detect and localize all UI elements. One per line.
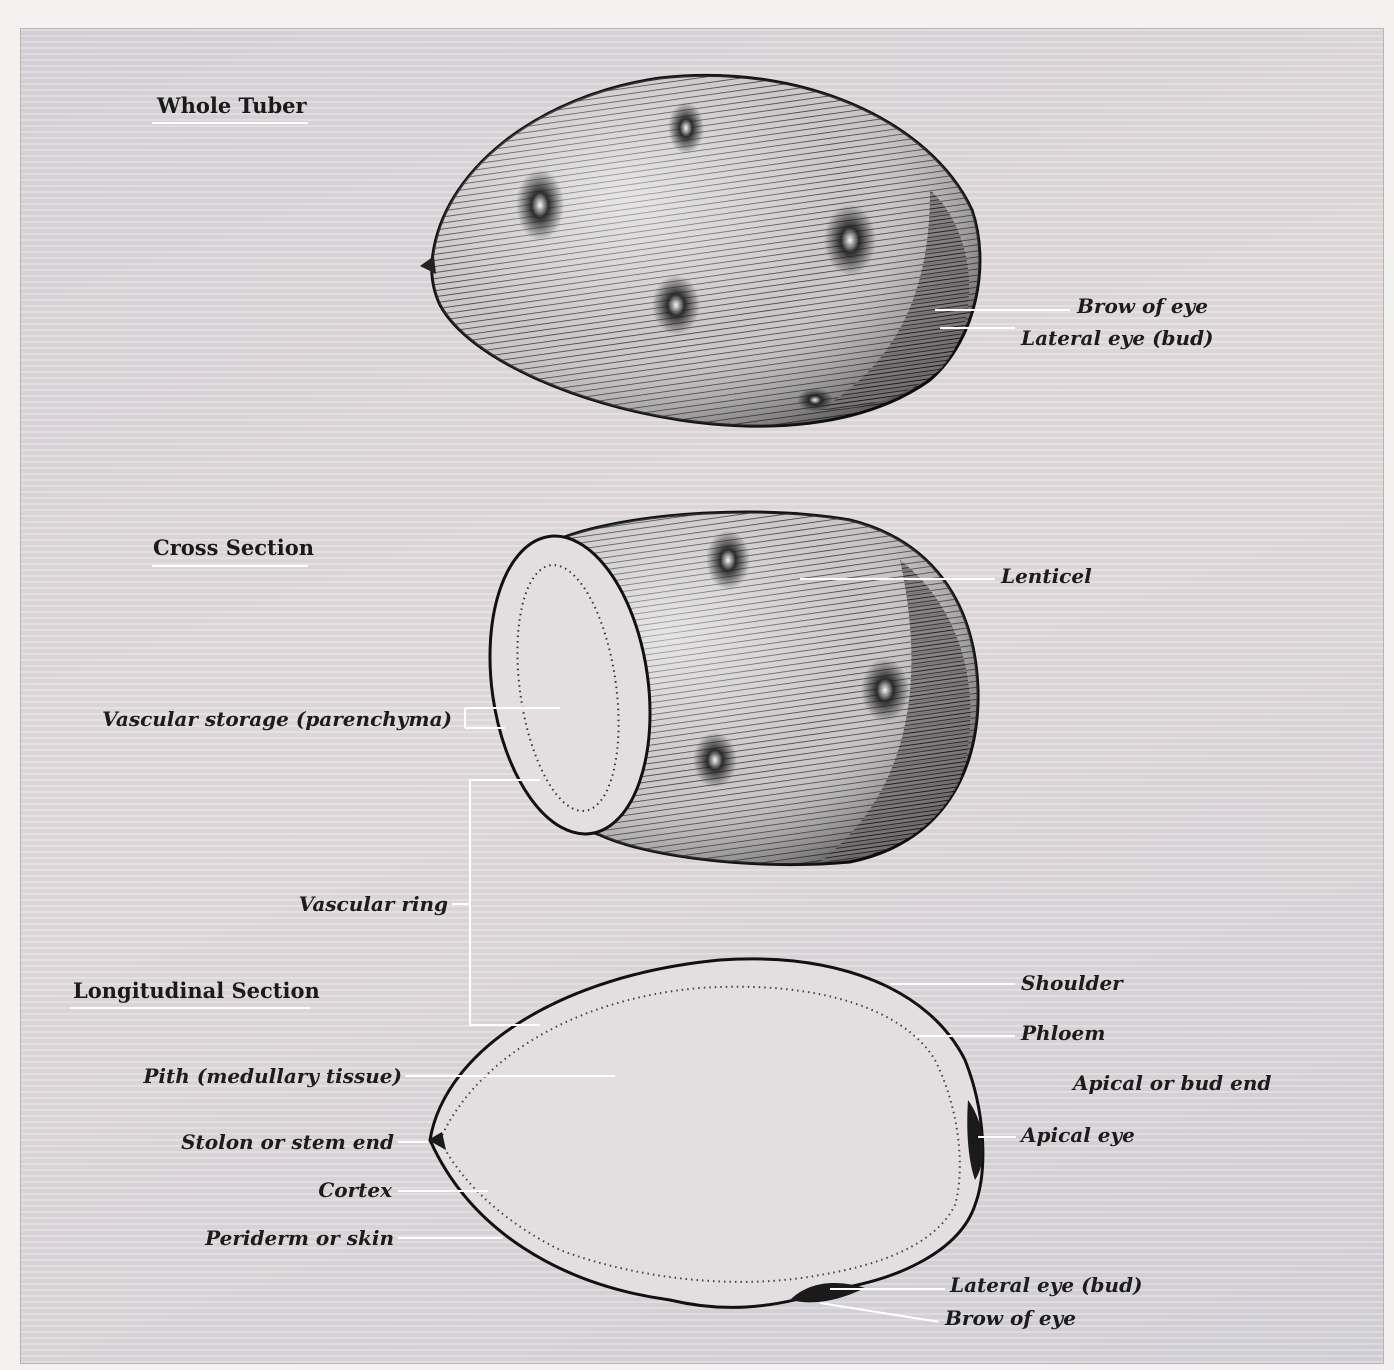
label-periderm: Periderm or skin [180, 1226, 394, 1250]
leader-line [890, 983, 1015, 985]
longitudinal-section-title: Longitudinal Section [73, 978, 320, 1003]
eye-icon [797, 388, 833, 412]
label-shoulder: Shoulder [1021, 971, 1123, 995]
leader-line [800, 578, 995, 580]
eye-icon [824, 204, 876, 276]
label-lateral-eye: Lateral eye (bud) [1021, 326, 1214, 350]
leader-line [935, 309, 1070, 311]
label-lenticel: Lenticel [1001, 564, 1092, 588]
label-apical-eye: Apical eye [1021, 1123, 1135, 1147]
leader-line [398, 1237, 503, 1239]
stolon-tip [420, 256, 436, 274]
label-apical-end: Apical or bud end [1073, 1071, 1271, 1095]
label-cortex: Cortex [250, 1178, 392, 1202]
eye-icon [706, 530, 750, 590]
leader-line [452, 903, 470, 905]
title-underline [152, 122, 308, 124]
eye-icon [652, 275, 700, 335]
label-brow-of-eye: Brow of eye [1077, 294, 1208, 318]
label-brow-of-eye-long: Brow of eye [945, 1306, 1076, 1330]
label-vascular-storage: Vascular storage (parenchyma) [100, 707, 452, 731]
label-lateral-eye-long: Lateral eye (bud) [950, 1273, 1143, 1297]
label-vascular-ring: Vascular ring [200, 892, 448, 916]
leader-line [405, 1075, 615, 1077]
leader-line [940, 327, 1015, 329]
whole-tuber-title: Whole Tuber [157, 93, 307, 118]
eye-icon [861, 658, 909, 722]
eye-icon [693, 732, 737, 788]
leader-line [915, 1035, 1015, 1037]
cross-section-drawing [472, 512, 978, 864]
longitudinal-outline [430, 959, 983, 1307]
leader-line [398, 1190, 488, 1192]
whole-tuber-drawing [420, 75, 980, 426]
leader-line [830, 1288, 945, 1290]
cross-section-title: Cross Section [153, 535, 314, 560]
label-stolon-end: Stolon or stem end [150, 1130, 394, 1154]
title-underline [70, 1007, 310, 1009]
longitudinal-section-drawing [428, 959, 983, 1307]
eye-icon [668, 102, 704, 154]
eye-icon [516, 169, 564, 241]
leader-line [978, 1136, 1016, 1138]
label-pith: Pith (medullary tissue) [120, 1064, 402, 1088]
label-phloem: Phloem [1021, 1021, 1105, 1045]
title-underline [152, 565, 308, 567]
leader-line [398, 1141, 428, 1143]
